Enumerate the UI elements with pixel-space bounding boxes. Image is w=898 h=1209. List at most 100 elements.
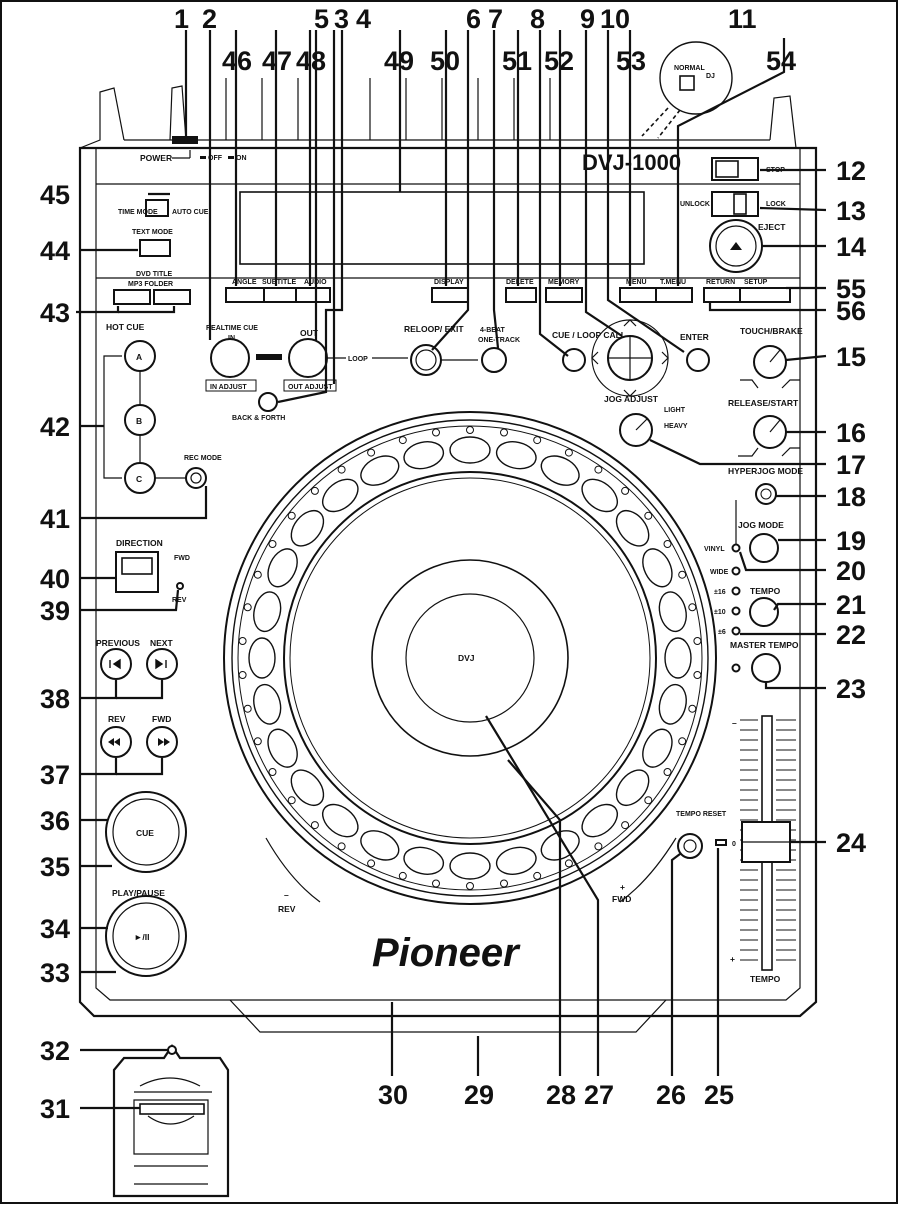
tempo-range-button[interactable] [749, 597, 779, 627]
reloop-exit-button[interactable] [410, 344, 442, 376]
jog-wheel-dot [693, 671, 702, 679]
jog-wheel-dot [310, 486, 319, 495]
fwd-button[interactable] [146, 726, 178, 758]
tempo-reset-label: TEMPO RESET [676, 811, 727, 818]
fast-forward-icon [158, 738, 170, 746]
normal-dj-switch[interactable] [679, 75, 695, 91]
callout-56: 56 [836, 296, 866, 326]
play-pause-label: PLAY/PAUSE [112, 888, 165, 898]
audio-button[interactable] [295, 287, 331, 303]
delete-button[interactable] [505, 287, 537, 303]
subtitle-button[interactable] [263, 287, 299, 303]
svg-text:LOCK: LOCK [766, 201, 786, 208]
back-forth-label: BACK & FORTH [232, 415, 285, 422]
realtime-cue-in-button[interactable] [210, 338, 250, 378]
normal-dj-inset: NORMAL DJ [641, 41, 733, 139]
display-button[interactable] [431, 287, 469, 303]
tempo-fader[interactable] [740, 715, 796, 971]
jog-wheel-hole [403, 441, 445, 470]
dvj-disc-logo: DVJ [458, 653, 475, 663]
setup-button[interactable] [739, 287, 791, 303]
callout-40: 40 [40, 564, 70, 594]
touch-brake-knob[interactable] [740, 345, 800, 389]
play-pause-button[interactable]: ►/II [105, 895, 187, 977]
folder-prev-button[interactable] [113, 289, 151, 305]
callout-30: 30 [378, 1080, 408, 1110]
jog-wheel-hole [449, 436, 491, 464]
jog-wheel[interactable]: DVJ [223, 411, 717, 905]
display-window [239, 191, 645, 265]
previous-button[interactable] [100, 648, 132, 680]
jog-wheel-dot [663, 540, 672, 548]
direction-switch[interactable] [115, 551, 159, 593]
four-beat-label: 4-BEAT [480, 327, 505, 334]
jog-wheel-hole [360, 830, 400, 861]
callout-7: 7 [488, 4, 503, 34]
jog-wheel-dot [432, 428, 440, 437]
angle-button[interactable] [225, 287, 267, 303]
cue-button[interactable]: CUE [105, 791, 187, 873]
jog-wheel-dot [621, 486, 630, 495]
jog-mode-button[interactable] [749, 533, 779, 563]
release-start-label: RELEASE/START [728, 398, 799, 408]
return-button[interactable] [703, 287, 741, 303]
back-forth-button[interactable] [258, 392, 278, 412]
text-mode-button[interactable]: TEXT MODE [132, 229, 173, 257]
enter-button[interactable] [686, 348, 710, 372]
svg-text:TIME MODE: TIME MODE [118, 209, 158, 216]
jog-wheel-dot [594, 842, 603, 851]
lock-switch[interactable]: UNLOCK LOCK [680, 191, 786, 217]
navigation-pad[interactable] [591, 319, 669, 397]
callout-48: 48 [296, 46, 326, 76]
hot-cue-b-button[interactable]: B [124, 404, 156, 436]
out-adjust-label: OUT ADJUST [288, 384, 333, 391]
callout-51: 51 [502, 46, 532, 76]
jog-wheel-dot [287, 796, 296, 805]
rev-led [176, 582, 184, 590]
hot-cue-a-button[interactable]: A [124, 340, 156, 372]
rev-button[interactable] [100, 726, 132, 758]
memory-label: MEMORY [548, 279, 580, 286]
jog-wheel-hole [664, 637, 692, 679]
skip-next-icon [155, 658, 167, 670]
jog-wheel-dot [500, 879, 508, 888]
master-tempo-label: MASTER TEMPO [730, 640, 799, 650]
callout-16: 16 [836, 418, 866, 448]
callout-46: 46 [222, 46, 252, 76]
svg-text:UNLOCK: UNLOCK [680, 201, 710, 208]
callout-21: 21 [836, 590, 866, 620]
svg-text:C: C [136, 474, 142, 484]
touch-brake-label: TOUCH/BRAKE [740, 326, 803, 336]
cue-loop-call-button[interactable] [562, 348, 586, 372]
memory-button[interactable] [545, 287, 583, 303]
rec-mode-button[interactable]: REC MODE [184, 455, 222, 489]
callout-14: 14 [836, 232, 866, 262]
jog-wheel-hole [642, 728, 673, 768]
jog-wheel-dot [268, 768, 277, 776]
callout-38: 38 [40, 684, 70, 714]
light-label: LIGHT [664, 407, 686, 414]
jog-wheel-dot [564, 448, 573, 457]
tempo-reset-button[interactable] [677, 833, 703, 859]
master-tempo-button[interactable] [751, 653, 781, 683]
menu-button[interactable] [619, 287, 657, 303]
hot-cue-c-button[interactable]: C [124, 462, 156, 494]
time-mode-auto-cue-button[interactable]: TIME MODE AUTO CUE [118, 199, 209, 217]
callout-54: 54 [766, 46, 796, 76]
jog-wheel-hole [658, 591, 687, 633]
fwd-arc-label: FWD [612, 894, 631, 904]
four-beat-button[interactable] [481, 347, 507, 373]
jog-wheel-hole [290, 509, 325, 547]
pm6-led [731, 626, 741, 636]
jog-wheel-hole [615, 769, 650, 807]
next-button[interactable] [146, 648, 178, 680]
jog-adjust-knob[interactable] [619, 413, 653, 447]
jog-wheel-dot [253, 737, 262, 746]
folder-next-button[interactable] [153, 289, 191, 305]
callout-45: 45 [40, 180, 70, 210]
out-button[interactable] [288, 338, 328, 378]
t-menu-button[interactable] [655, 287, 693, 303]
hyperjog-mode-button[interactable] [755, 483, 777, 505]
callout-13: 13 [836, 196, 866, 226]
callout-3: 3 [334, 4, 349, 34]
